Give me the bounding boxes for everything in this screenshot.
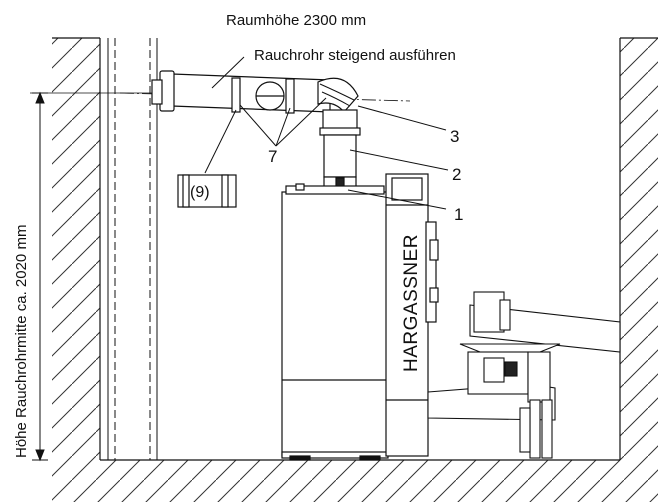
wall-hatching: [52, 37, 658, 502]
right-wall: [620, 38, 658, 460]
part-7-label: 7: [268, 147, 277, 166]
vertical-flue: [319, 109, 361, 194]
feed-system: [427, 291, 621, 459]
flue-pipe: [151, 70, 359, 114]
leader-lines: [204, 56, 449, 210]
flue-height-label: Höhe Rauchrohrmitte ca. 2020 mm: [13, 225, 30, 458]
part-9-label: (9): [190, 184, 210, 201]
flue-instruction-label: Rauchrohr steigend ausführen: [254, 47, 456, 64]
chimney-shaft: [107, 38, 158, 460]
left-wall: [52, 38, 100, 460]
height-dimension: [30, 91, 160, 462]
part-9-pipe: [177, 174, 237, 208]
boiler: [281, 173, 439, 461]
part-1-label: 1: [454, 205, 463, 224]
brand-label: HARGASSNER: [401, 234, 422, 372]
part-3-label: 3: [450, 127, 459, 146]
room-height-label: Raumhöhe 2300 mm: [226, 12, 366, 29]
part-2-label: 2: [452, 165, 461, 184]
floor: [52, 460, 658, 502]
